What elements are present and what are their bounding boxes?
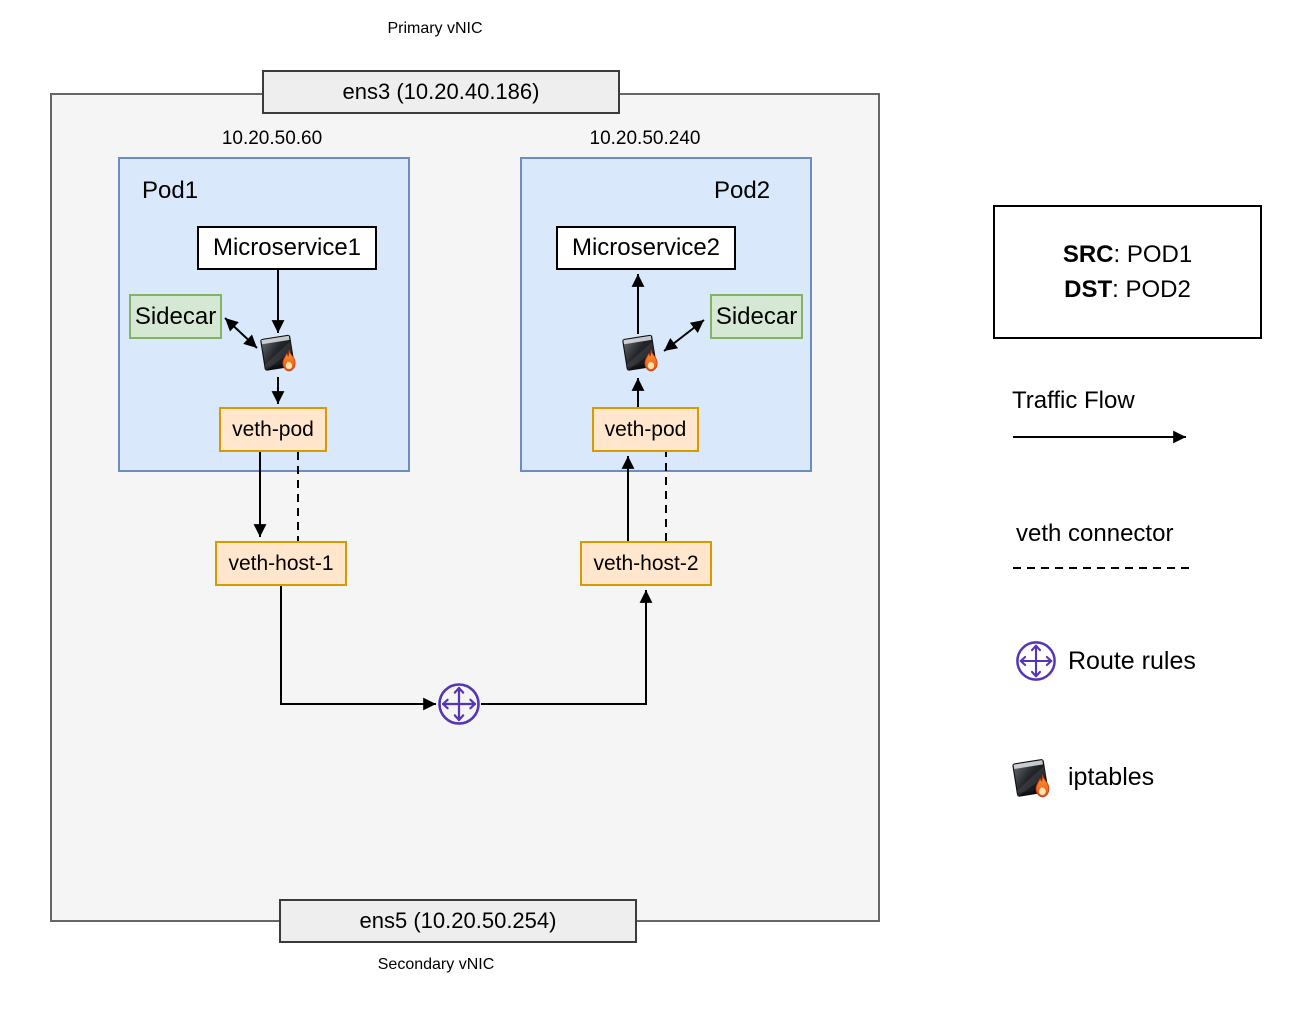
ens3-interface-box: ens3 (10.20.40.186) xyxy=(262,70,620,114)
microservice1-box: Microservice1 xyxy=(197,226,377,270)
legend-route-rules-label: Route rules xyxy=(1068,647,1196,675)
legend-src-label: SRC xyxy=(1062,241,1114,268)
pod1-title: Pod1 xyxy=(142,177,199,204)
legend-src-dst-box: SRC: POD1 DST: POD2 xyxy=(993,205,1262,339)
pod2-veth-pod-box: veth-pod xyxy=(592,407,699,452)
legend-iptables-label: iptables xyxy=(1068,763,1155,791)
legend-traffic-flow-label: Traffic Flow xyxy=(1012,387,1135,414)
secondary-vnic-label: Secondary vNIC xyxy=(377,956,495,973)
legend-src-value: : POD1 xyxy=(1113,241,1193,268)
legend-iptables-icon xyxy=(1012,758,1050,798)
ens5-interface-box: ens5 (10.20.50.254) xyxy=(279,899,637,943)
legend-route-rules-icon xyxy=(1016,641,1056,681)
legend-veth-connector-label: veth connector xyxy=(1016,520,1174,547)
veth-host-2-box: veth-host-2 xyxy=(580,541,712,586)
pod2-ip-label: 10.20.50.240 xyxy=(589,128,701,149)
pod2-sidecar-box: Sidecar xyxy=(710,294,803,339)
legend-src-line: SRC: POD1 xyxy=(1063,237,1192,272)
legend-dst-value: : POD2 xyxy=(1112,276,1191,303)
legend-dst-line: DST: POD2 xyxy=(1064,272,1191,307)
pod2-title: Pod2 xyxy=(714,177,771,204)
pod1-veth-pod-box: veth-pod xyxy=(219,407,327,452)
pod1-ip-label: 10.20.50.60 xyxy=(221,128,323,149)
primary-vnic-label: Primary vNIC xyxy=(387,20,483,37)
veth-host-1-box: veth-host-1 xyxy=(215,541,347,586)
pod1-sidecar-box: Sidecar xyxy=(129,294,222,339)
microservice2-box: Microservice2 xyxy=(556,226,736,270)
legend-dst-label: DST xyxy=(1064,276,1113,303)
